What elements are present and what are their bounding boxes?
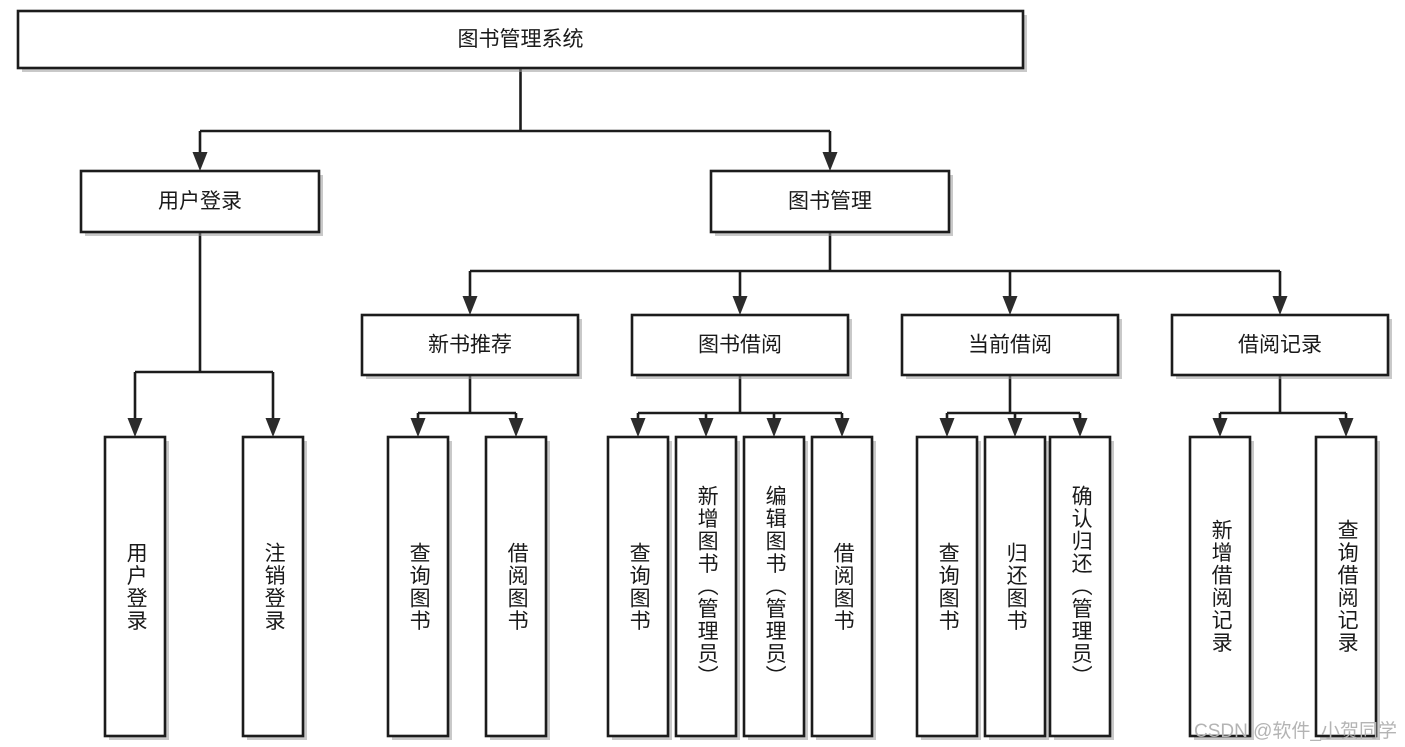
conn-new-book-rec-arrow-0 [410,418,426,437]
conn-book-manage-arrow-3 [1272,296,1288,315]
node-leaf-edit-book[interactable] [742,435,806,738]
node-new-book-rec[interactable] [360,313,580,377]
conn-borrow-record-arrow-0 [1212,418,1228,437]
conn-book-manage-arrow-1 [732,296,748,315]
node-borrow-record-label: 借阅记录 [1238,334,1322,357]
connector-layer [127,68,1354,437]
conn-borrow-record-arrow-1 [1338,418,1354,437]
conn-current-borrow-arrow-1 [1007,418,1023,437]
node-new-book-rec-label: 新书推荐 [428,334,512,357]
conn-new-book-rec-arrow-1 [508,418,524,437]
node-leaf-add-book[interactable] [674,435,738,738]
conn-book-borrow-arrow-3 [834,418,850,437]
node-leaf-query-book-cur[interactable] [915,435,979,738]
conn-book-borrow-arrow-2 [766,418,782,437]
node-current-borrow-label: 当前借阅 [968,334,1052,357]
node-root[interactable] [16,9,1025,70]
node-leaf-borrow-book-rec[interactable] [484,435,548,738]
node-leaf-query-book-rec[interactable] [386,435,450,738]
conn-book-borrow-arrow-1 [698,418,714,437]
node-user-login[interactable] [79,169,321,234]
conn-book-borrow-arrow-0 [630,418,646,437]
node-leaf-user-login[interactable] [103,435,167,738]
node-layer [16,9,1392,740]
node-borrow-record[interactable] [1170,313,1390,377]
node-current-borrow[interactable] [900,313,1120,377]
node-leaf-query-book-borrow[interactable] [606,435,670,738]
conn-root-arrow-0 [192,152,208,171]
node-leaf-return-book[interactable] [983,435,1047,738]
node-book-manage[interactable] [709,169,951,234]
conn-root-arrow-1 [822,152,838,171]
node-leaf-add-record[interactable] [1188,435,1252,738]
watermark-text: CSDN @软件_小贺同学 [1194,721,1397,742]
node-book-borrow[interactable] [630,313,850,377]
conn-book-manage-arrow-0 [462,296,478,315]
node-leaf-query-record[interactable] [1314,435,1378,738]
node-book-manage-label: 图书管理 [788,190,872,213]
node-leaf-confirm-return[interactable] [1048,435,1112,738]
node-leaf-user-logout[interactable] [241,435,305,738]
node-leaf-borrow-book[interactable] [810,435,874,738]
node-user-login-label: 用户登录 [158,190,242,213]
conn-user-login-arrow-1 [265,418,281,437]
node-book-borrow-label: 图书借阅 [698,334,782,357]
conn-book-manage-arrow-2 [1002,296,1018,315]
conn-current-borrow-arrow-0 [939,418,955,437]
conn-user-login-arrow-0 [127,418,143,437]
node-root-label: 图书管理系统 [458,28,584,51]
conn-current-borrow-arrow-2 [1072,418,1088,437]
